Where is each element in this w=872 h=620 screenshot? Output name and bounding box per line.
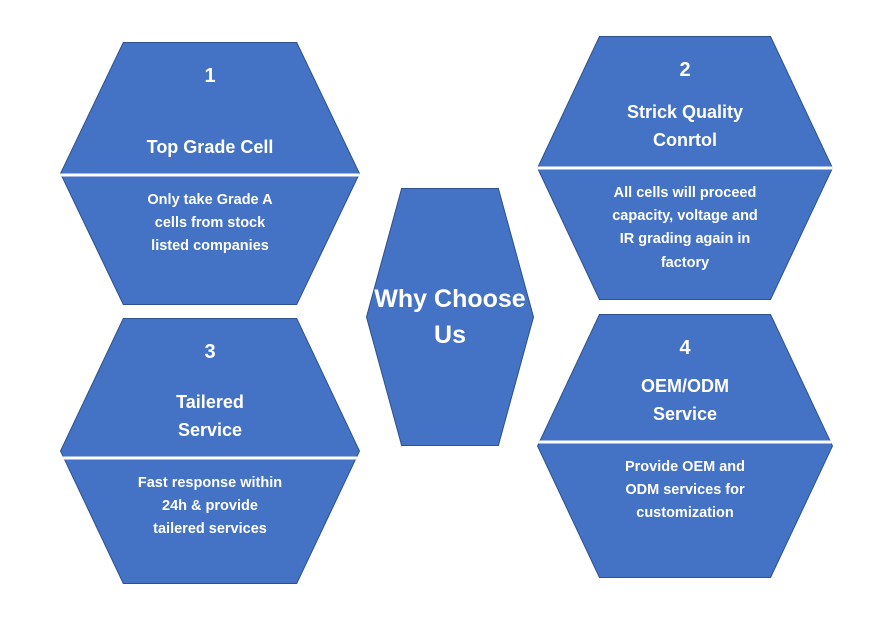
step-title: OEM/ODM Service [641, 376, 729, 425]
hexagon-1-lower: Only take Grade A cells from stock liste… [81, 175, 339, 305]
hexagon-shape [366, 188, 534, 446]
step-description: Fast response within 24h & provide taile… [137, 474, 283, 538]
step-description: Provide OEM and ODM services for customi… [624, 459, 746, 522]
step-number: 4 [679, 337, 691, 360]
hexagon-3-upper: 3 Tailered Service [93, 318, 327, 458]
step-description: All cells will proceed capacity, voltage… [612, 185, 758, 271]
hexagon-3-lower: Fast response within 24h & provide taile… [81, 458, 339, 584]
hexagon-4: 4 OEM/ODM Service Provide OEM and ODM se… [537, 314, 833, 578]
step-title: Strick Quality Conrtol [626, 102, 744, 151]
divider-line [60, 173, 360, 177]
hexagon-4-upper: 4 OEM/ODM Service [570, 314, 801, 442]
center-title: Why Choose Us [374, 284, 526, 349]
hexagon-2: 2 Strick Quality Conrtol All cells will … [537, 36, 833, 300]
hexagon-4-lower: Provide OEM and ODM services for customi… [558, 442, 813, 578]
divider-line [60, 456, 360, 460]
hexagon-3: 3 Tailered Service Fast response within … [60, 318, 360, 584]
hexagon-1: 1 Top Grade Cell Only take Grade A cells… [60, 42, 360, 305]
divider-line [537, 166, 833, 170]
step-title: Tailered Service [176, 391, 244, 440]
step-number: 3 [204, 341, 216, 364]
divider-line [537, 440, 833, 444]
center-hexagon: Why Choose Us [366, 188, 534, 446]
hexagon-2-lower: All cells will proceed capacity, voltage… [558, 168, 813, 300]
hexagon-shape [60, 318, 360, 584]
hexagon-shape [537, 314, 833, 578]
step-number: 1 [204, 65, 216, 88]
step-description: Only take Grade A cells from stock liste… [147, 191, 273, 255]
step-number: 2 [679, 59, 691, 82]
hexagon-1-upper: 1 Top Grade Cell [93, 42, 327, 175]
step-title: Top Grade Cell [146, 136, 274, 157]
hexagon-2-upper: 2 Strick Quality Conrtol [570, 36, 801, 168]
